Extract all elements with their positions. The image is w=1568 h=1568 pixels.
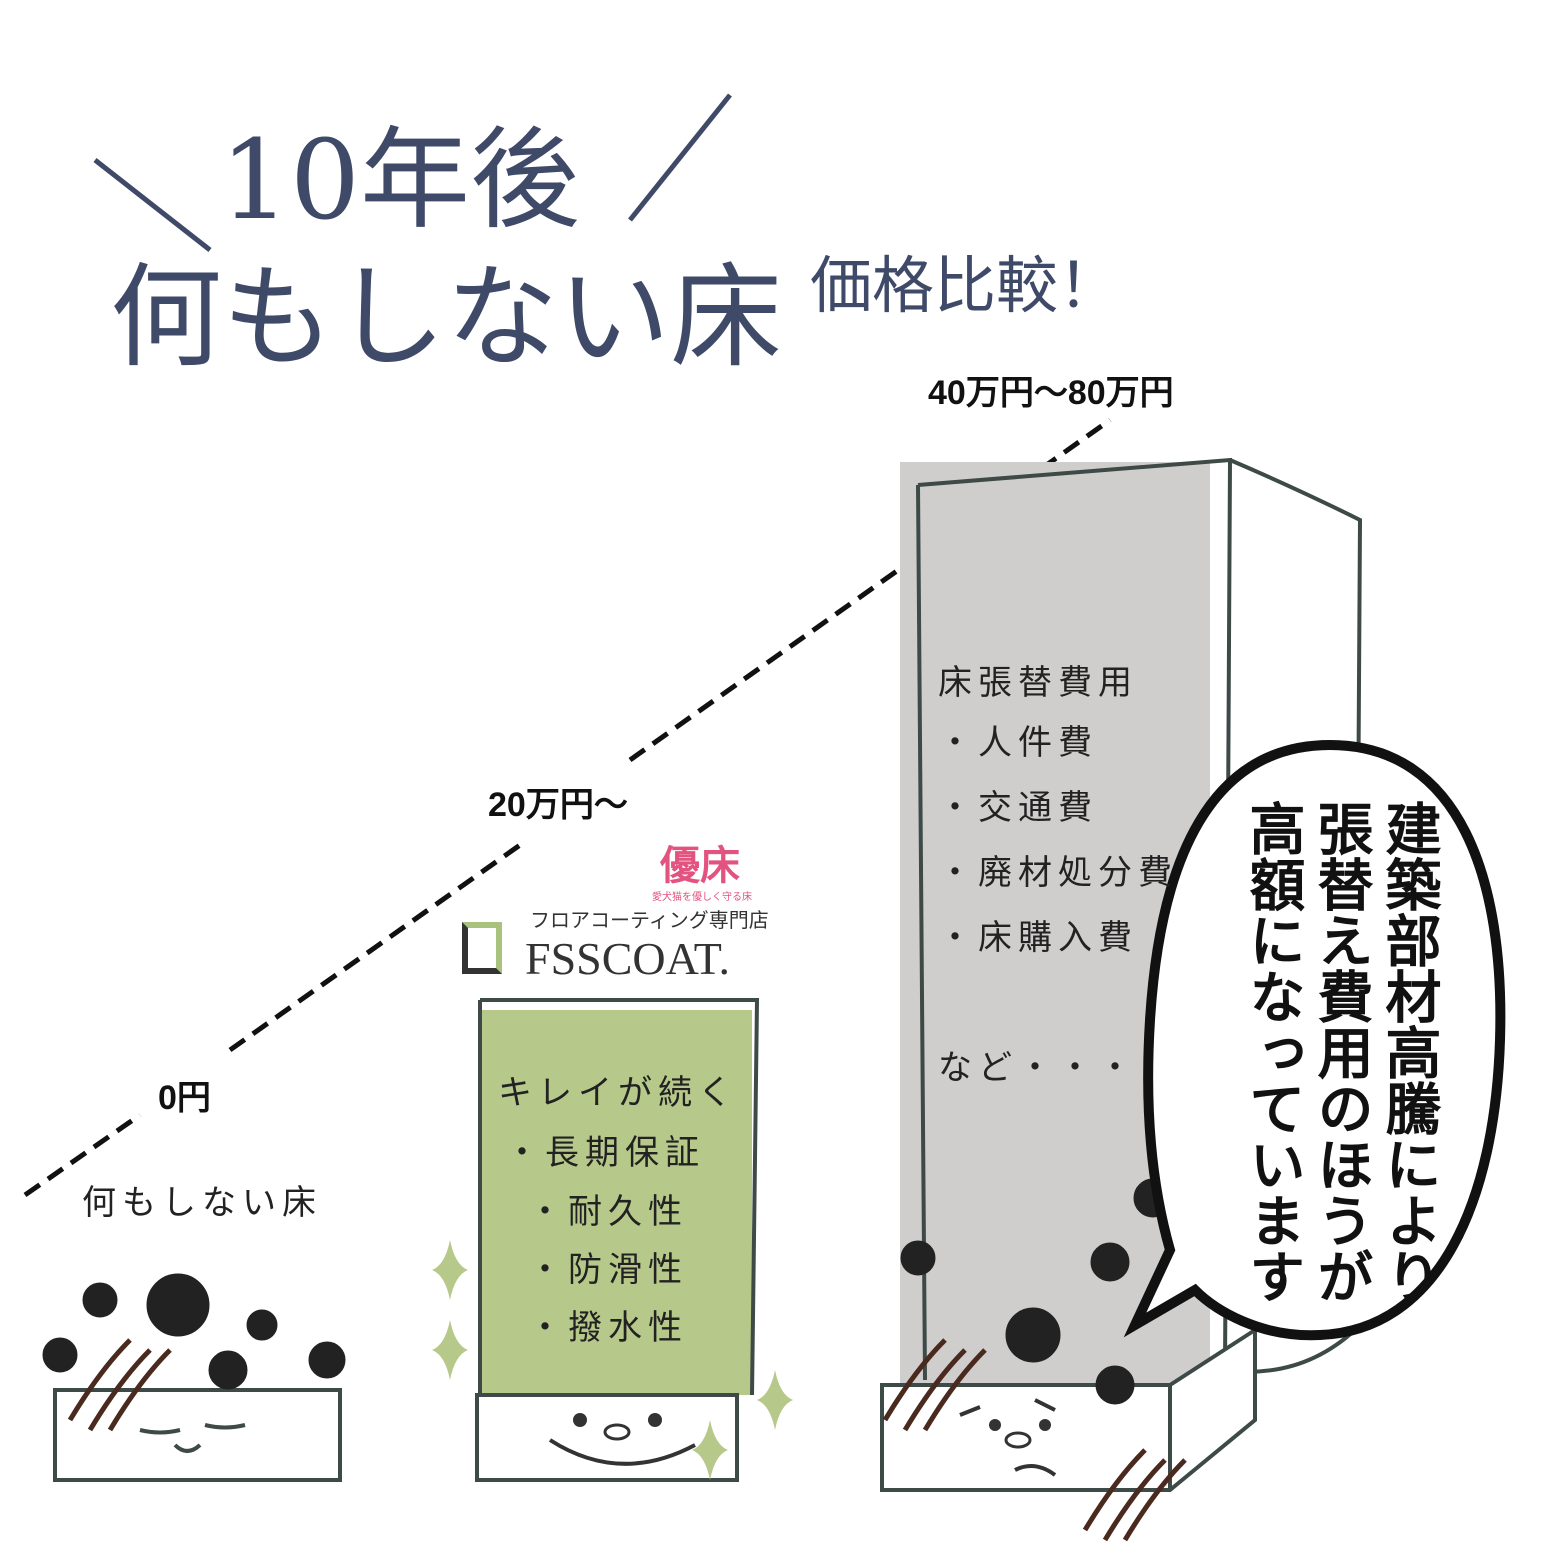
- price-replacement: 40万円〜80万円: [928, 374, 1174, 412]
- bubble-line: 高額になっています: [1240, 800, 1305, 1304]
- logo-fsscoat: FSSCOAT.: [525, 933, 730, 984]
- replacement-item: ・廃材処分費: [938, 853, 1178, 893]
- price-nothing: 0円: [158, 1079, 211, 1117]
- label-nothing: 何もしない床: [82, 1183, 322, 1223]
- logo-yutoko: 優床: [660, 843, 740, 889]
- box-coating: [475, 998, 760, 1482]
- title-line1: 10年後: [220, 116, 580, 244]
- title-slash: [628, 93, 732, 222]
- bubble-line: 張替え費用のほうが: [1308, 800, 1373, 1304]
- title-backslash: [93, 158, 212, 252]
- replacement-item: ・人件費: [938, 723, 1098, 763]
- price-coating: 20万円〜: [488, 786, 628, 824]
- coating-item: ・防滑性: [528, 1250, 688, 1290]
- replacement-item: ・床購入費: [938, 918, 1138, 958]
- logo-fsscoat-tagline: フロアコーティング専門店: [530, 908, 769, 932]
- title-line2: 何もしない床: [110, 253, 782, 383]
- coating-item: ・耐久性: [528, 1192, 688, 1232]
- coating-item: ・撥水性: [528, 1308, 688, 1348]
- bubble-line: 建築部材高騰により: [1376, 800, 1441, 1304]
- box-nothing: [53, 1388, 342, 1482]
- coating-heading: キレイが続く: [498, 1073, 738, 1113]
- replacement-heading: 床張替費用: [938, 663, 1138, 703]
- coating-item: ・長期保証: [505, 1133, 705, 1173]
- speech-bubble: [1123, 739, 1506, 1341]
- logo-yutoko-tagline: 愛犬猫を優しく守る床: [652, 892, 752, 903]
- logo-fsscoat-mark: [462, 922, 502, 974]
- scratch-marks: [67, 1338, 1187, 1542]
- sparkle-icons: [432, 1240, 793, 1480]
- replacement-footer: など・・・: [938, 1048, 1138, 1088]
- title-subtitle: 価格比較！: [810, 249, 1121, 322]
- replacement-item: ・交通費: [938, 788, 1098, 828]
- bubble-text: 建築部材高騰により 張替え費用のほうが 高額になっています: [1238, 800, 1442, 1304]
